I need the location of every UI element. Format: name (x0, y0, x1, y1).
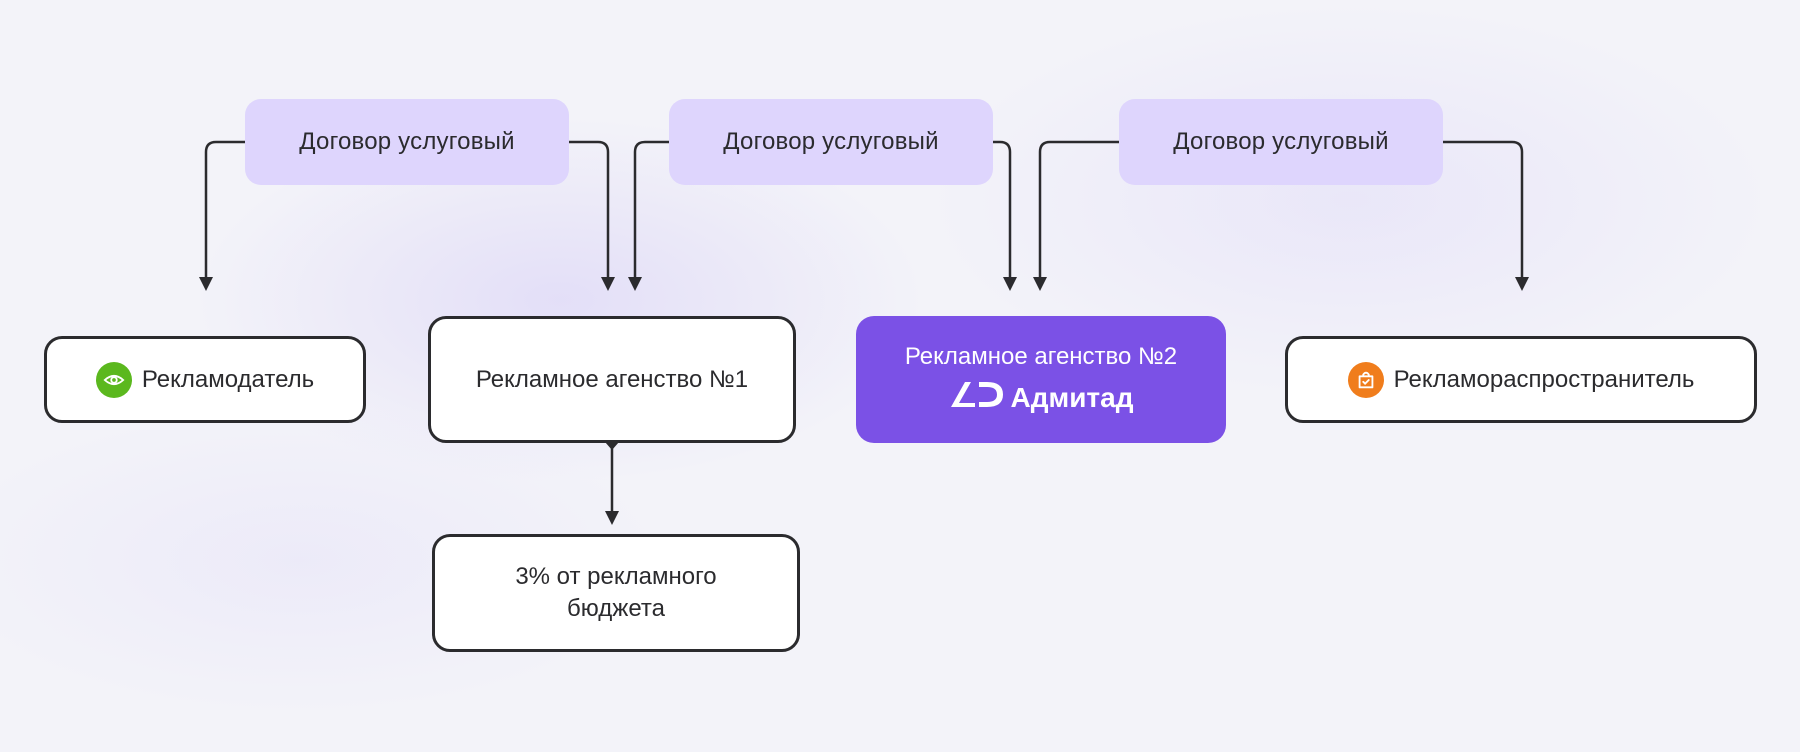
advertiser-node: Рекламодатель (44, 336, 366, 423)
contract-label-text: Договор услуговый (1173, 128, 1389, 155)
distributor-label: Рекламораспространитель (1393, 365, 1695, 393)
admitad-brand-text: Адмитад (1010, 381, 1134, 413)
admitad-brand: Адмитад (949, 379, 1134, 416)
arrow-contract2-to-agency1 (628, 140, 670, 291)
contract-label-text: Договор услуговый (299, 128, 515, 155)
contract-label-3: Договор услуговый (1119, 99, 1443, 185)
arrow-contract2-to-agency2 (992, 140, 1017, 291)
arrow-contract1-to-agency1 (568, 140, 615, 291)
shopping-bag-icon (1347, 361, 1384, 398)
agency1-label: Рекламное агенство №1 (475, 365, 749, 393)
arrow-contract3-to-agency2 (1033, 140, 1120, 291)
agency1-node: Рекламное агенство №1 (428, 316, 796, 443)
arrow-contract1-to-advertiser (199, 140, 246, 291)
fee-node: 3% от рекламного бюджета (432, 534, 800, 652)
admitad-logo-icon (949, 379, 1005, 416)
eye-icon (95, 361, 132, 398)
contract-label-1: Договор услуговый (245, 99, 569, 185)
distributor-node: Рекламораспространитель (1285, 336, 1757, 423)
agency2-label: Рекламное агенство №2 (904, 343, 1178, 370)
agency2-node: Рекламное агенство №2 Адмитад (856, 316, 1226, 443)
contract-label-text: Договор услуговый (723, 128, 939, 155)
contract-label-2: Договор услуговый (669, 99, 993, 185)
fee-label: 3% от рекламного бюджета (515, 563, 717, 622)
arrow-contract3-to-distributor (1442, 140, 1529, 291)
advertiser-label: Рекламодатель (141, 365, 315, 393)
